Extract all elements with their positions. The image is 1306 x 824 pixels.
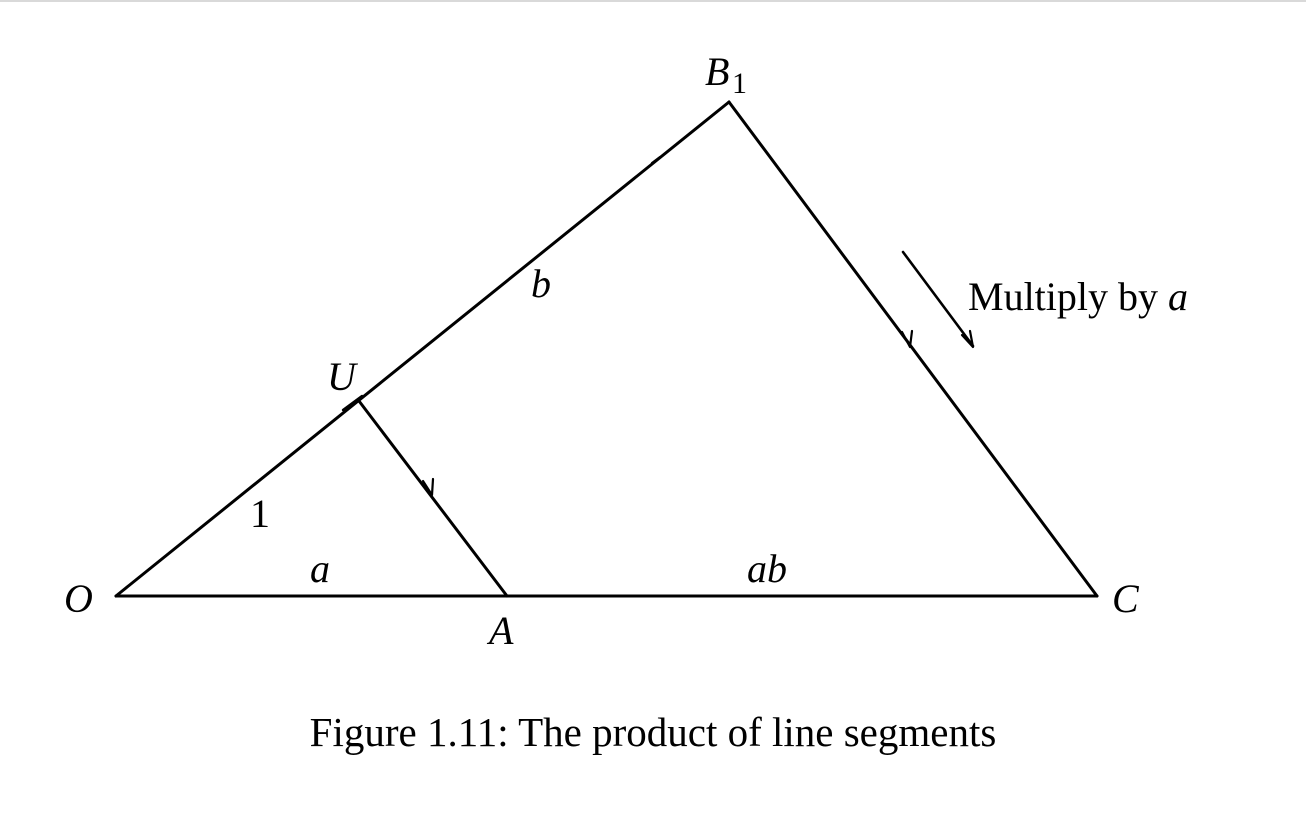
multiply-annotation-text: Multiply by <box>968 274 1168 319</box>
tick-mark-upper <box>650 155 662 165</box>
arrowhead-U-A <box>421 477 435 497</box>
point-label-U: U <box>327 354 359 399</box>
arrowhead-B1-C <box>900 329 914 349</box>
segment-O-B1 <box>114 100 731 598</box>
point-label-B-subscript: 1 <box>732 67 747 100</box>
figure-caption: Figure 1.11: The product of line segment… <box>309 709 997 755</box>
multiply-annotation-variable: a <box>1168 274 1188 319</box>
segment-U-A <box>357 399 509 598</box>
segment-label-OU: 1 <box>250 491 270 536</box>
point-label-C: C <box>1112 576 1140 621</box>
multiply-arrow-shaft <box>901 250 975 348</box>
point-label-O: O <box>64 576 93 621</box>
tick-mark-U <box>341 394 364 412</box>
point-label-B: B <box>705 49 729 94</box>
segment-label-AC: ab <box>747 546 787 591</box>
multiply-arrow-head <box>960 329 975 349</box>
segment-label-OA: a <box>310 546 330 591</box>
segment-B1-C <box>727 100 1099 598</box>
multiply-annotation: Multiply by a <box>968 274 1188 319</box>
top-border <box>0 0 1306 2</box>
point-label-A: A <box>486 608 514 653</box>
segment-label-UB1: b <box>531 261 551 306</box>
